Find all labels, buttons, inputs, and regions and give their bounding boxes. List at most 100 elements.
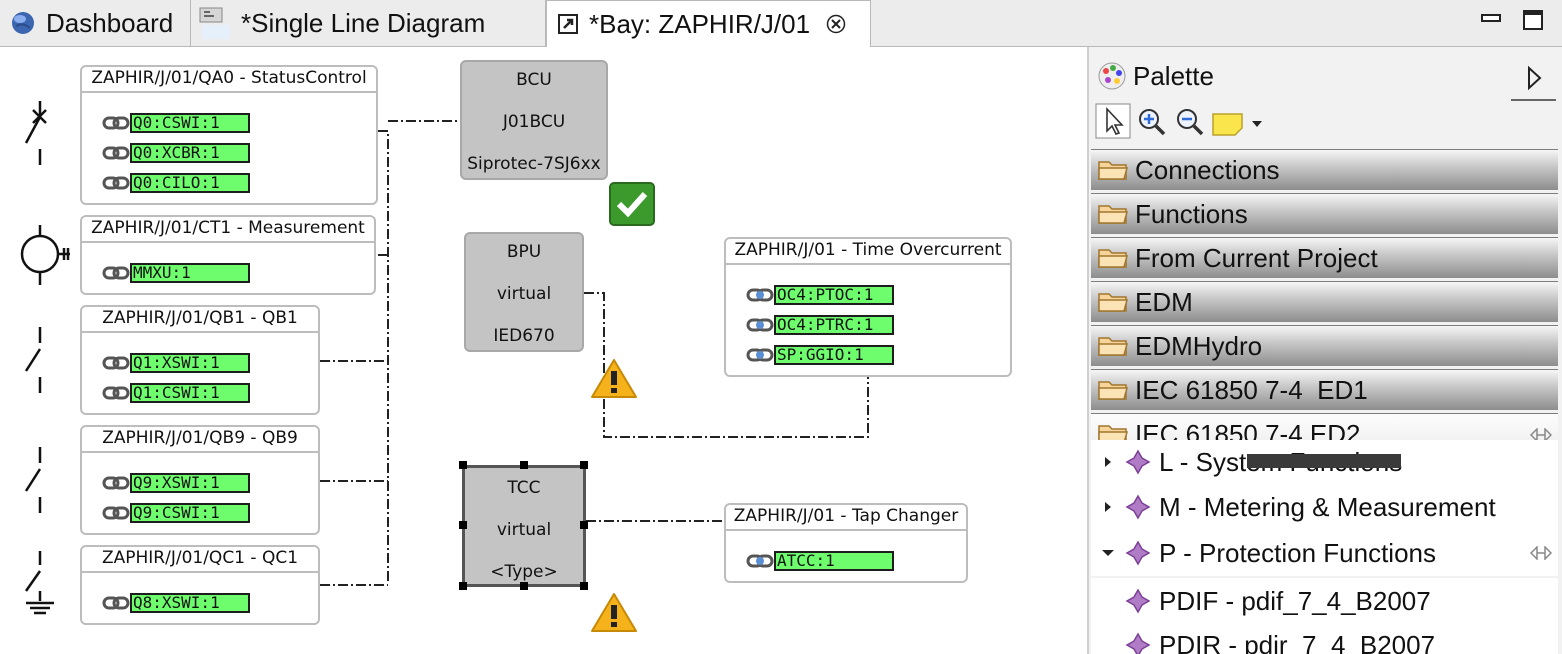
disconnector-qb1-symbol[interactable] xyxy=(14,325,64,395)
link-gear-icon xyxy=(746,554,774,568)
ied-bpu[interactable]: BPU virtual IED670 xyxy=(464,232,584,352)
palette-drawer-iec-61850-ed1[interactable]: IEC 61850 7-4 ED1 xyxy=(1091,369,1558,410)
function-box-title: ZAPHIR/J/01 - Tap Changer xyxy=(726,503,966,531)
logical-node[interactable]: Q1:CSWI:1 xyxy=(102,383,250,403)
folder-icon xyxy=(1098,161,1128,180)
tab-dashboard[interactable]: Dashboard xyxy=(0,0,191,46)
tooltip-overlay xyxy=(1247,454,1401,468)
function-box-title: ZAPHIR/J/01 - Time Overcurrent xyxy=(726,237,1010,265)
link-chain-icon xyxy=(102,266,130,280)
palette-title: Palette xyxy=(1133,61,1214,91)
category-label: M - Metering & Measurement xyxy=(1159,491,1496,522)
select-arrow-icon[interactable] xyxy=(1095,103,1131,139)
drawer-label: From Current Project xyxy=(1135,242,1378,273)
palette-item-pdif[interactable]: PDIF - pdif_7_4_B2007 xyxy=(1091,578,1558,624)
folder-icon xyxy=(1098,205,1128,224)
zoom-in-icon[interactable] xyxy=(1137,107,1167,137)
logical-node[interactable]: ATCC:1 xyxy=(746,551,894,571)
resize-handle[interactable] xyxy=(520,582,528,590)
logical-node[interactable]: Q0:XCBR:1 xyxy=(102,143,250,163)
item-diamond-icon xyxy=(1125,588,1151,614)
logical-node-label: Q8:XSWI:1 xyxy=(130,593,250,613)
resize-handle[interactable] xyxy=(580,582,588,590)
logical-node[interactable]: Q9:CSWI:1 xyxy=(102,503,250,523)
globe-icon xyxy=(12,12,34,34)
palette-item-pdir[interactable]: PDIR - pdir_7_4_B2007 xyxy=(1091,624,1558,654)
equipment-box-qb1[interactable]: ZAPHIR/J/01/QB1 - QB1 Q1:XSWI:1 Q1:CSWI:… xyxy=(80,305,320,415)
logical-node-label: OC4:PTOC:1 xyxy=(774,285,894,305)
equipment-box-qc1[interactable]: ZAPHIR/J/01/QC1 - QC1 Q8:XSWI:1 xyxy=(80,545,320,625)
current-transformer-symbol[interactable] xyxy=(18,225,74,285)
logical-node-label: Q9:XSWI:1 xyxy=(130,473,250,493)
drawer-label: EDM xyxy=(1135,286,1193,317)
logical-node[interactable]: Q8:XSWI:1 xyxy=(102,593,250,613)
palette-drawer-edmhydro[interactable]: EDMHydro xyxy=(1091,325,1558,366)
maximize-icon[interactable] xyxy=(1522,9,1544,31)
logical-node[interactable]: Q0:CILO:1 xyxy=(102,173,250,193)
ied-subtitle: virtual xyxy=(496,520,552,540)
resize-handle[interactable] xyxy=(580,461,588,469)
logical-node-label: Q0:CSWI:1 xyxy=(130,113,250,133)
category-diamond-icon xyxy=(1125,540,1151,566)
logical-node[interactable]: OC4:PTRC:1 xyxy=(746,315,894,335)
tab-bay-zaphir-j-01[interactable]: *Bay: ZAPHIR/J/01 xyxy=(546,0,871,47)
earthing-switch-symbol[interactable] xyxy=(14,549,64,619)
link-chain-icon xyxy=(102,146,130,160)
palette-category-p[interactable]: P - Protection Functions xyxy=(1091,530,1558,576)
palette-drawer-functions[interactable]: Functions xyxy=(1091,193,1558,234)
drawer-label: Connections xyxy=(1135,154,1280,185)
logical-node[interactable]: OC4:PTOC:1 xyxy=(746,285,894,305)
resize-handle[interactable] xyxy=(459,582,467,590)
link-gear-icon xyxy=(746,288,774,302)
logical-node-label: Q0:XCBR:1 xyxy=(130,143,250,163)
resize-handle[interactable] xyxy=(580,521,588,529)
palette-drawer-edm[interactable]: EDM xyxy=(1091,281,1558,322)
equipment-box-ct1[interactable]: ZAPHIR/J/01/CT1 - Measurement MMXU:1 xyxy=(80,215,376,295)
ied-name: BPU xyxy=(506,242,542,262)
tab-single-line-diagram[interactable]: *Single Line Diagram xyxy=(191,0,546,46)
expand-arrow-icon[interactable] xyxy=(1103,456,1113,468)
logical-node[interactable]: MMXU:1 xyxy=(102,263,250,283)
ied-type: Siprotec-7SJ6xx xyxy=(467,154,601,174)
circuit-breaker-symbol[interactable] xyxy=(14,99,64,169)
item-label: PDIR - pdir_7_4_B2007 xyxy=(1159,630,1436,654)
logical-node-label: OC4:PTRC:1 xyxy=(774,315,894,335)
ied-tcc[interactable]: TCC virtual <Type> xyxy=(462,465,586,587)
zoom-out-icon[interactable] xyxy=(1175,107,1205,137)
resize-handle[interactable] xyxy=(459,461,467,469)
expand-arrow-icon[interactable] xyxy=(1103,501,1113,513)
palette-category-l[interactable]: L - System Functions xyxy=(1091,440,1558,484)
link-gear-icon xyxy=(746,318,774,332)
collapse-palette-icon[interactable] xyxy=(1523,65,1545,91)
collapse-arrow-icon[interactable] xyxy=(1101,548,1115,558)
function-box-time-overcurrent[interactable]: ZAPHIR/J/01 - Time Overcurrent OC4:PTOC:… xyxy=(724,237,1012,377)
logical-node[interactable]: SP:GGIO:1 xyxy=(746,345,894,365)
minimize-icon[interactable] xyxy=(1480,9,1502,31)
bay-diagram-canvas[interactable]: ZAPHIR/J/01/QA0 - StatusControl Q0:CSWI:… xyxy=(0,47,1087,654)
equipment-box-qa0[interactable]: ZAPHIR/J/01/QA0 - StatusControl Q0:CSWI:… xyxy=(80,65,378,205)
close-icon[interactable] xyxy=(826,14,846,34)
drawer-label: IEC 61850 7-4 ED1 xyxy=(1135,374,1368,405)
palette-category-m[interactable]: M - Metering & Measurement xyxy=(1091,484,1558,530)
note-icon[interactable] xyxy=(1211,111,1245,137)
palette-drawer-connections[interactable]: Connections xyxy=(1091,149,1558,190)
dropdown-arrow-icon[interactable] xyxy=(1251,119,1263,129)
pin-icon[interactable] xyxy=(1530,428,1552,442)
function-box-tap-changer[interactable]: ZAPHIR/J/01 - Tap Changer ATCC:1 xyxy=(724,503,968,583)
ied-bcu[interactable]: BCU J01BCU Siprotec-7SJ6xx xyxy=(460,60,608,180)
ied-type: IED670 xyxy=(493,326,555,346)
editor-palette-divider[interactable] xyxy=(1087,47,1089,654)
equipment-box-qb9[interactable]: ZAPHIR/J/01/QB9 - QB9 Q9:XSWI:1 Q9:CSWI:… xyxy=(80,425,320,535)
resize-handle[interactable] xyxy=(459,521,467,529)
disconnector-qb9-symbol[interactable] xyxy=(14,445,64,515)
pin-icon[interactable] xyxy=(1530,546,1552,560)
palette-drawer-from-current-project[interactable]: From Current Project xyxy=(1091,237,1558,278)
logical-node[interactable]: Q0:CSWI:1 xyxy=(102,113,250,133)
drawer-label: EDMHydro xyxy=(1135,330,1263,361)
resize-handle[interactable] xyxy=(520,461,528,469)
link-chain-icon xyxy=(102,356,130,370)
ied-subtitle: J01BCU xyxy=(502,112,566,132)
ied-name: BCU xyxy=(516,70,552,90)
logical-node[interactable]: Q9:XSWI:1 xyxy=(102,473,250,493)
logical-node[interactable]: Q1:XSWI:1 xyxy=(102,353,250,373)
